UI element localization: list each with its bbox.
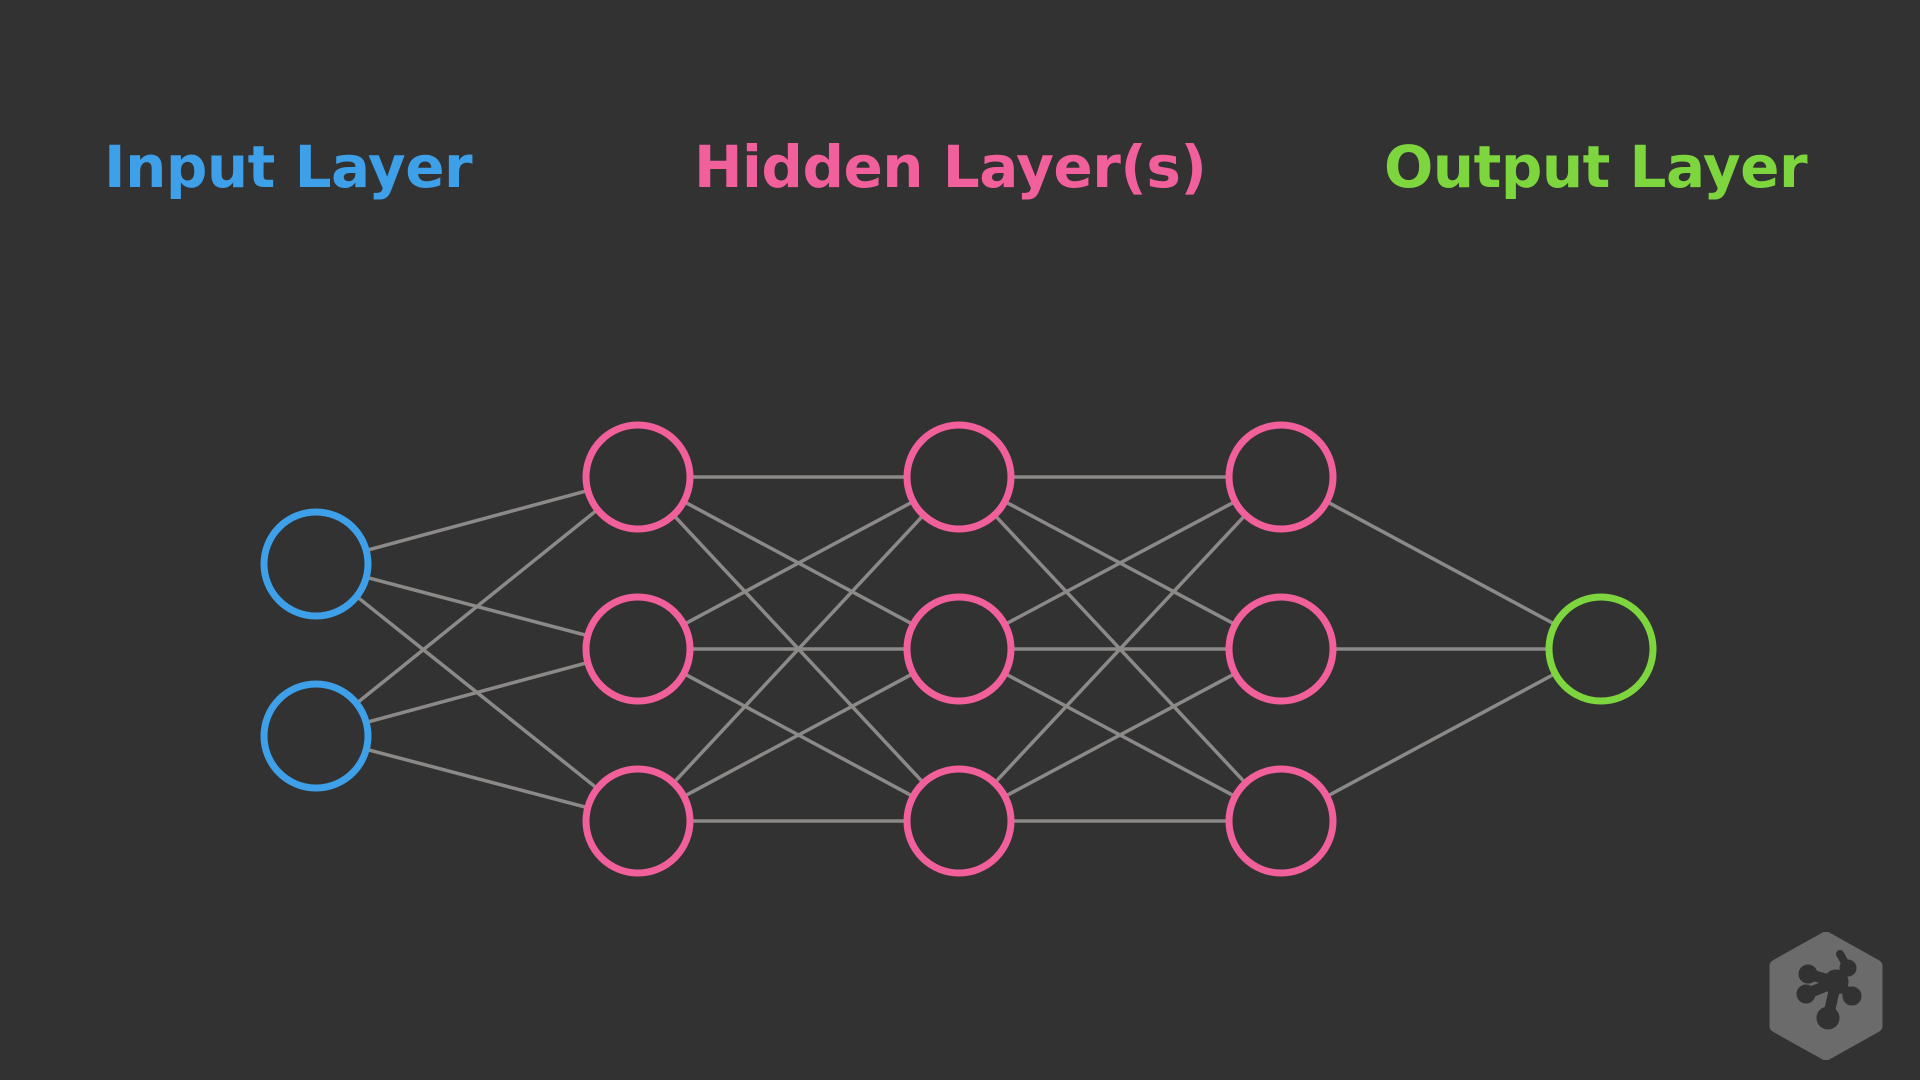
connection-edge <box>363 488 591 553</box>
connection-edge <box>671 512 926 786</box>
neuron-node-h3-2[interactable] <box>1225 593 1337 705</box>
connection-edge <box>1002 671 1238 799</box>
input-layer-label: Input Layer <box>104 133 473 201</box>
connections-group <box>353 475 1558 823</box>
connection-edge <box>1002 499 1238 627</box>
connection-edge <box>363 747 591 810</box>
connection-edge <box>681 671 916 799</box>
neuron-node-h3-1[interactable] <box>1225 421 1337 533</box>
connection-edge <box>992 512 1248 786</box>
connection-edge <box>363 660 591 725</box>
neuron-node-i1[interactable] <box>260 508 372 620</box>
neuron-node-h3-3[interactable] <box>1225 765 1337 877</box>
neuron-node-h1-2[interactable] <box>582 593 694 705</box>
hidden-layer-label: Hidden Layer(s) <box>694 133 1207 201</box>
connection-edge <box>1324 499 1558 627</box>
connection-edge <box>353 507 601 706</box>
connection-edge <box>681 499 916 627</box>
neuron-node-i2[interactable] <box>260 680 372 792</box>
nodes-group <box>260 421 1657 877</box>
neuron-node-o1[interactable] <box>1545 593 1657 705</box>
connection-edge <box>1324 671 1558 799</box>
neuron-node-h1-1[interactable] <box>582 421 694 533</box>
hexagon-neuron-logo-icon <box>1769 932 1883 1060</box>
watermark-neuron-glyph <box>1796 950 1862 1030</box>
neuron-node-h2-2[interactable] <box>903 593 1015 705</box>
neuron-node-h2-3[interactable] <box>903 765 1015 877</box>
output-layer-label: Output Layer <box>1384 133 1808 201</box>
neuron-node-h1-3[interactable] <box>582 765 694 877</box>
neuron-node-h2-1[interactable] <box>903 421 1015 533</box>
